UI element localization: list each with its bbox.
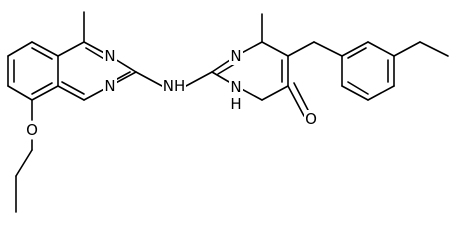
bond: [31, 41, 59, 57]
bond: [341, 85, 369, 101]
bond: [31, 85, 59, 101]
atom-label: N: [104, 47, 115, 65]
atom-labels: N N NH N N H O O: [25, 47, 318, 139]
bond: [293, 82, 309, 111]
bond: [31, 82, 53, 95]
bond: [261, 85, 289, 101]
chemical-structure-diagram: N N NH N N H O O: [7, 11, 449, 213]
bond: [7, 41, 33, 57]
atom-nh-pyrimidinone-3: N H: [229, 78, 243, 113]
bond: [61, 81, 85, 95]
atom-label: NH: [163, 77, 186, 95]
bond: [313, 41, 343, 57]
bond: [347, 81, 369, 95]
bond: [419, 41, 449, 57]
bond: [135, 71, 163, 87]
bond: [261, 41, 289, 57]
bond: [367, 41, 395, 57]
bond: [15, 149, 33, 177]
bond: [85, 47, 107, 61]
atom-n-quinazoline-1: N: [103, 47, 117, 65]
bond: [57, 41, 85, 57]
atom-label: N: [230, 47, 241, 65]
bond: [287, 41, 315, 57]
atom-o-carbonyl: O: [304, 110, 318, 128]
atom-label: O: [305, 110, 317, 128]
bond: [31, 47, 53, 60]
atom-n-quinazoline-3: N: [103, 77, 117, 95]
atom-label: N: [230, 78, 241, 96]
bond: [7, 85, 33, 101]
atom-nh-bridge: NH: [162, 77, 186, 95]
bond: [57, 85, 85, 101]
atom-n-pyrimidinone-1: N: [229, 47, 243, 65]
bond: [185, 71, 213, 87]
bond: [367, 85, 395, 101]
atom-o-ether: O: [25, 121, 39, 139]
atom-label: N: [104, 77, 115, 95]
bond: [287, 85, 305, 117]
bond: [341, 41, 369, 57]
bond-lines: [7, 11, 449, 213]
atom-label: H: [230, 95, 241, 113]
bond: [393, 41, 421, 57]
atom-label: O: [26, 121, 38, 139]
bond: [347, 47, 367, 59]
